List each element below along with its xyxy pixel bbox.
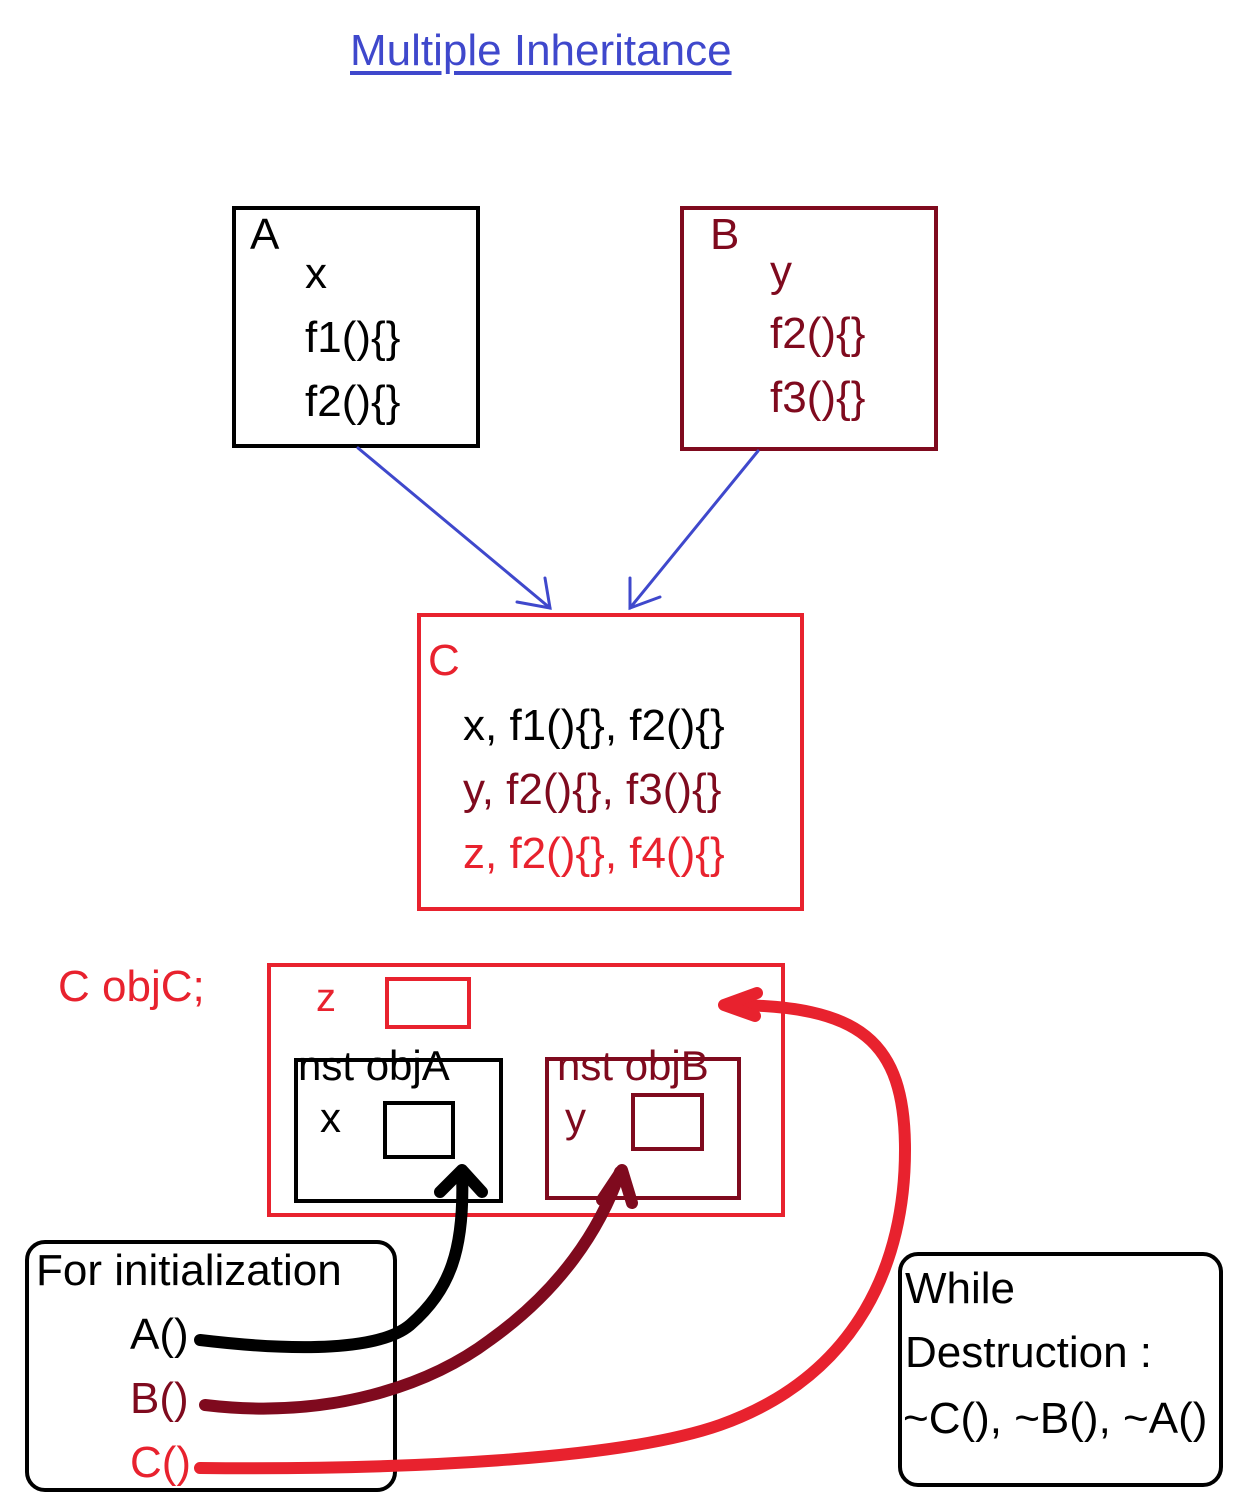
sub-object-a-member-x: x bbox=[320, 1094, 341, 1141]
sub-object-a-box bbox=[294, 1058, 503, 1203]
class-b-member-f2: f2(){} bbox=[770, 309, 866, 358]
class-a-member-f1: f1(){} bbox=[305, 313, 401, 362]
class-c-inherited-from-a: x, f1(){}, f2(){} bbox=[463, 701, 725, 750]
class-a-box bbox=[232, 206, 480, 448]
class-c-inherited-from-b: y, f2(){}, f3(){} bbox=[463, 765, 722, 814]
sub-object-a-label: nst objA bbox=[298, 1042, 450, 1089]
inheritance-arrow-b-to-c bbox=[628, 449, 760, 611]
init-call-a: A() bbox=[130, 1310, 189, 1359]
destruction-box bbox=[898, 1252, 1223, 1487]
object-c-box bbox=[267, 963, 785, 1217]
sub-object-b-slot bbox=[631, 1093, 704, 1151]
class-a-name: A bbox=[250, 210, 280, 259]
init-call-b: B() bbox=[130, 1374, 189, 1423]
init-arrow-c bbox=[194, 987, 911, 1475]
class-b-member-f3: f3(){} bbox=[770, 373, 866, 422]
destruction-line-2: Destruction : bbox=[905, 1328, 1152, 1377]
class-c-own-members: z, f2(){}, f4(){} bbox=[463, 829, 725, 878]
object-member-z-label: z bbox=[316, 976, 336, 1020]
sub-object-a-slot bbox=[383, 1101, 455, 1159]
class-a-member-f2: f2(){} bbox=[305, 377, 401, 426]
class-c-name: C bbox=[428, 636, 460, 685]
init-arrow-a bbox=[194, 1164, 488, 1354]
class-b-name: B bbox=[710, 210, 740, 259]
object-declaration: C objC; bbox=[58, 962, 205, 1011]
diagram-title: Multiple Inheritance bbox=[350, 26, 732, 75]
destruction-line-1: While bbox=[905, 1264, 1016, 1313]
object-member-z-slot bbox=[385, 977, 471, 1029]
initialization-heading: For initialization bbox=[36, 1246, 342, 1295]
class-a-member-x: x bbox=[305, 249, 327, 298]
class-b-box bbox=[680, 206, 938, 451]
class-c-box bbox=[417, 613, 804, 911]
class-b-member-y: y bbox=[770, 247, 792, 296]
destruction-line-3: ~C(), ~B(), ~A() bbox=[903, 1394, 1208, 1443]
init-arrow-b bbox=[199, 1164, 638, 1415]
init-call-c: C() bbox=[130, 1438, 192, 1487]
sub-object-b-label: nst objB bbox=[557, 1042, 709, 1089]
sub-object-b-member-y: y bbox=[565, 1094, 586, 1141]
initialization-box bbox=[25, 1240, 397, 1492]
sub-object-b-box bbox=[545, 1057, 741, 1200]
inheritance-arrow-a-to-c bbox=[356, 446, 552, 610]
